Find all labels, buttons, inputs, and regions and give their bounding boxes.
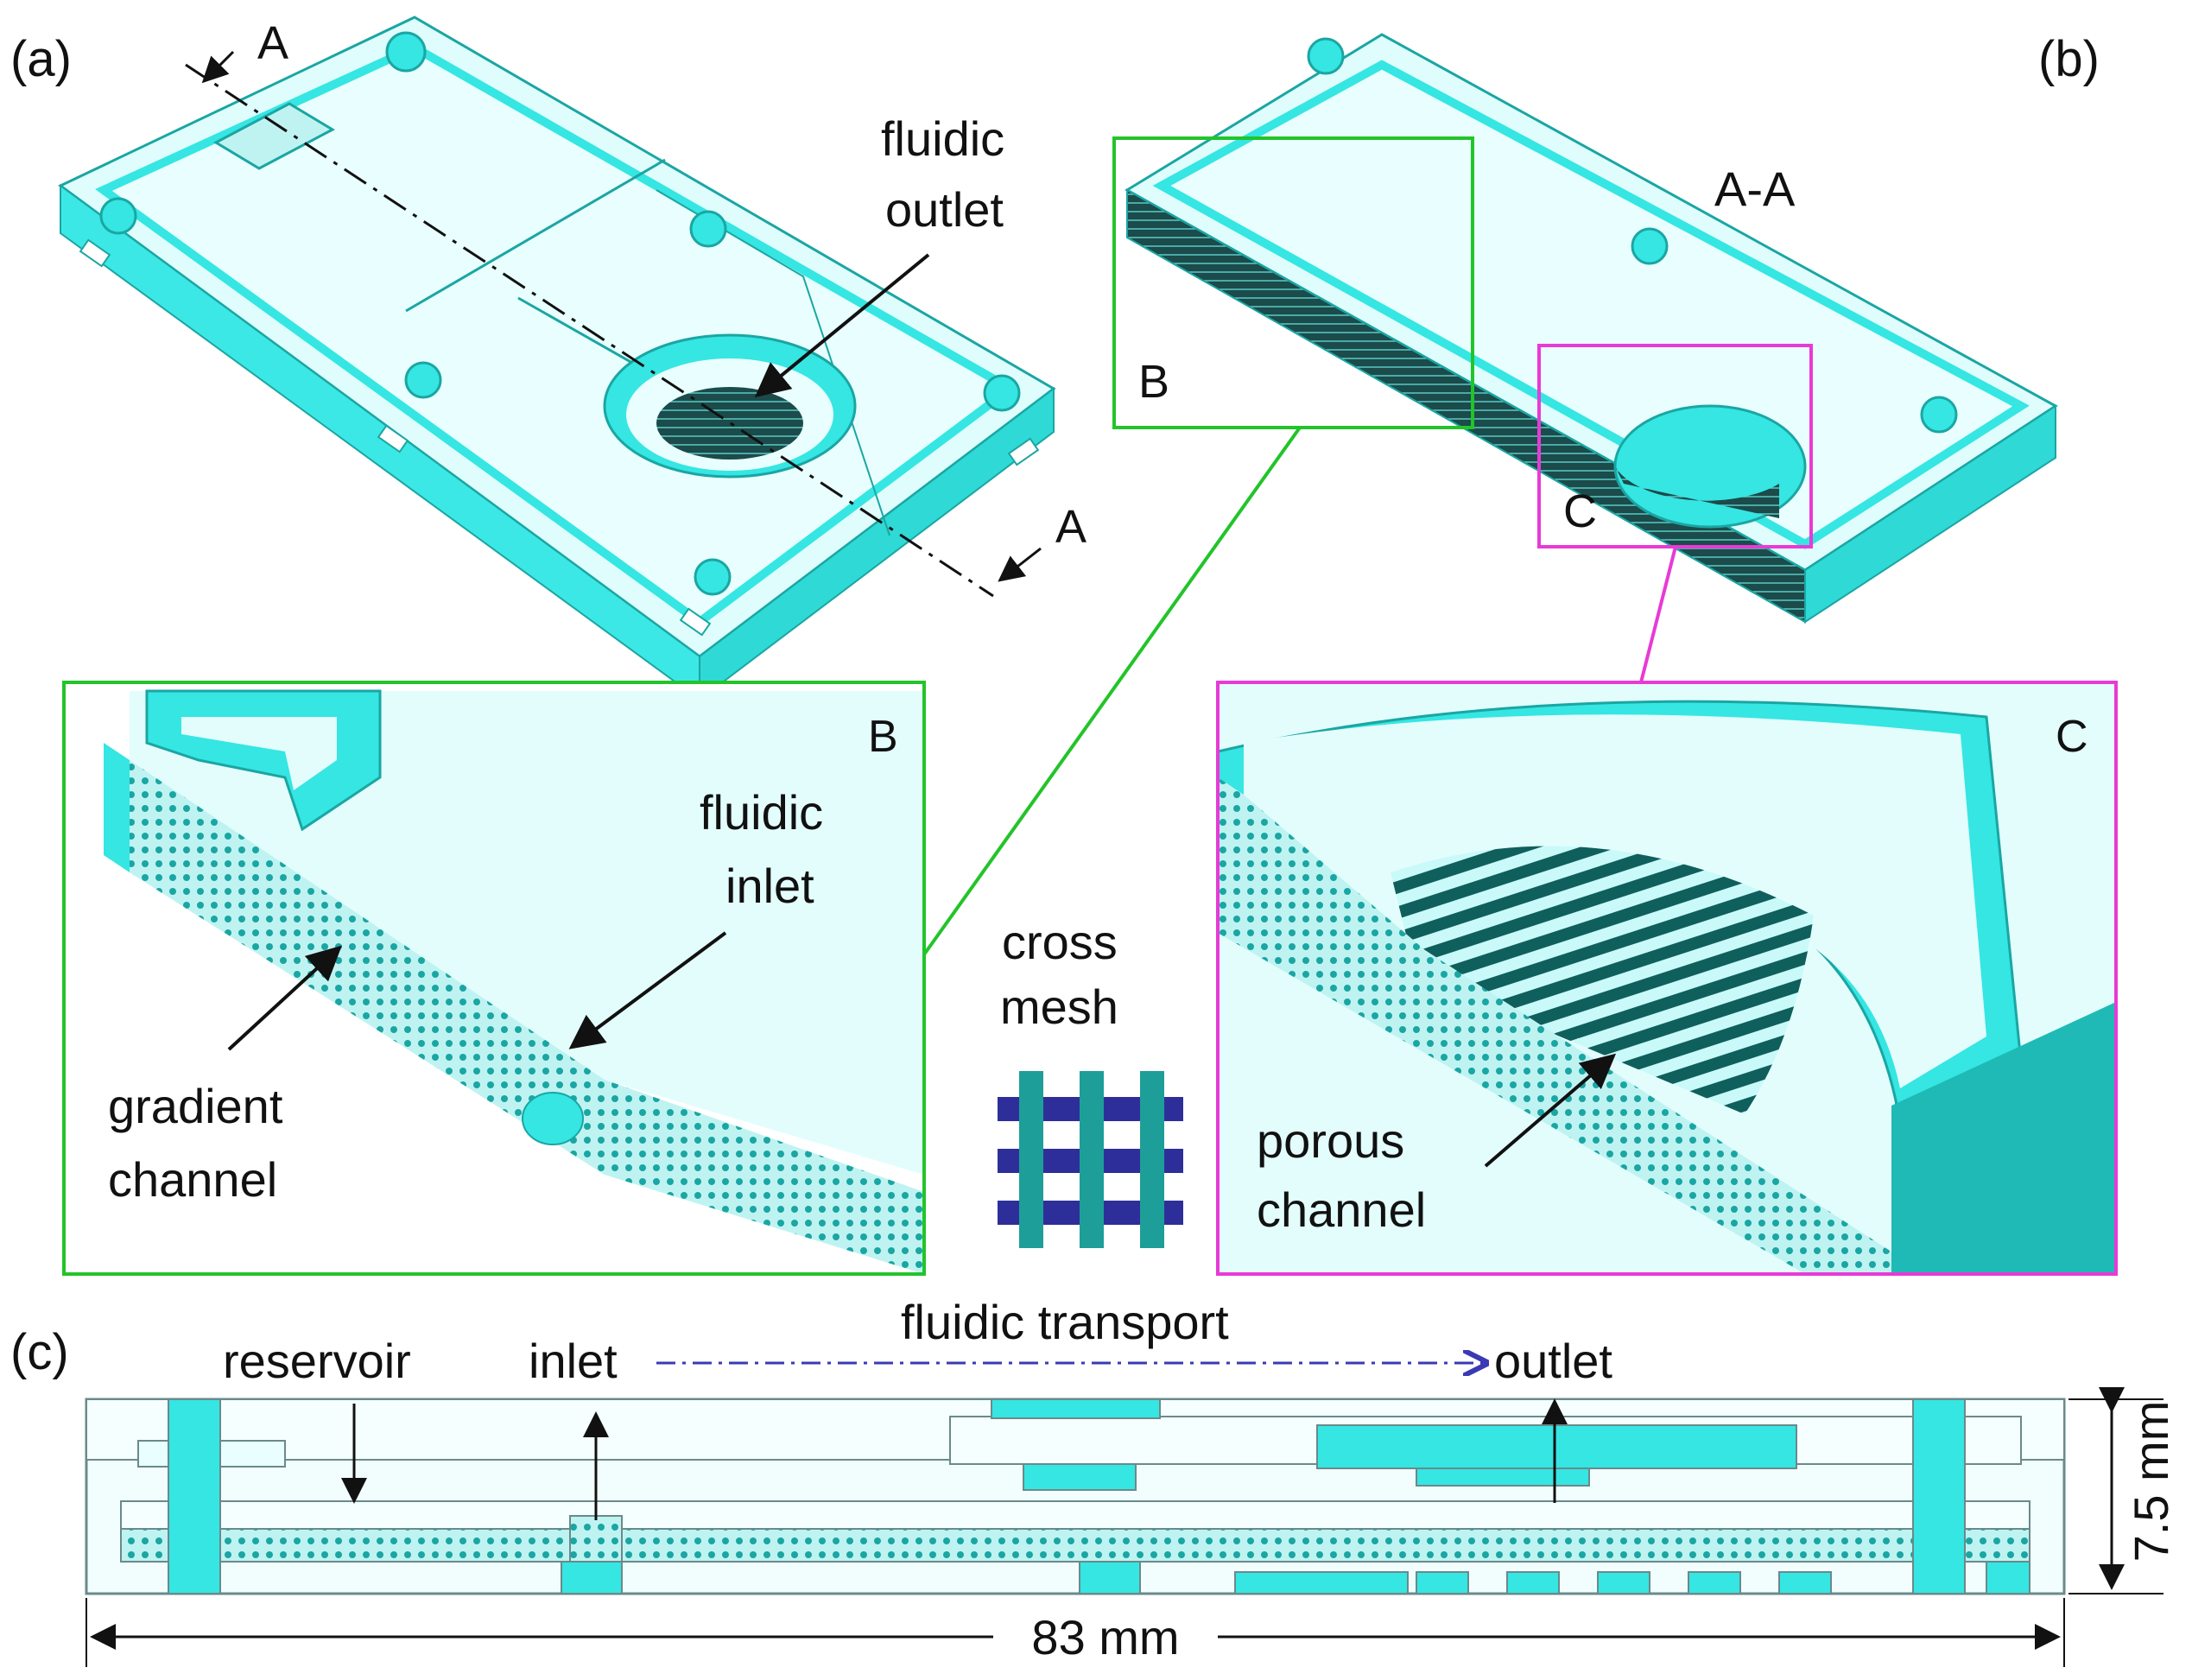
porous-label-line1: porous xyxy=(1257,1113,1404,1168)
side-view-parts xyxy=(86,1398,2065,1594)
section-label-bottom: A xyxy=(1055,501,1086,553)
section-line-a xyxy=(185,63,994,598)
section-holes xyxy=(1307,37,1958,434)
panel-b-label: (b) xyxy=(2038,31,2100,87)
section-label-top: A xyxy=(257,17,288,69)
panel-c: (c) fluidic transport reservoir inlet ou… xyxy=(10,1295,2178,1667)
gradient-label-line2: channel xyxy=(108,1152,277,1207)
detail-b-frame xyxy=(62,681,926,1276)
outlet-label-c: outlet xyxy=(1494,1334,1612,1388)
mounting-holes xyxy=(99,31,1021,596)
cross-mesh-icon xyxy=(998,1071,1183,1248)
detail-b-cut-face xyxy=(130,760,924,1274)
detail-c-floor xyxy=(1244,714,1986,1088)
connector-c xyxy=(1639,546,1677,683)
height-dim-label: 7.5 mm xyxy=(2124,1401,2178,1563)
porous-arrow xyxy=(1484,1053,1617,1168)
detail-b-wall xyxy=(104,743,130,872)
section-well-mesh xyxy=(1615,466,1779,518)
panel-a-label: (a) xyxy=(10,31,72,87)
side-slots xyxy=(79,238,1040,637)
detail-b: B fluidic inlet gradient channel xyxy=(62,681,926,1276)
cross-mesh-legend: cross mesh xyxy=(998,915,1183,1248)
porous-label-line2: channel xyxy=(1257,1182,1426,1237)
detail-c-well-mesh xyxy=(1391,846,1814,1114)
gradient-arrow xyxy=(227,945,342,1051)
partition-line xyxy=(405,158,666,313)
panel-a: (a) A A fluidic outlet xyxy=(10,16,1086,702)
outlet-label-line1: fluidic xyxy=(881,111,1004,166)
detail-c-right-wall xyxy=(1891,1002,2116,1274)
connector-b xyxy=(922,426,1302,956)
outlet-label-line2: outlet xyxy=(885,182,1004,237)
detail-c-label: C xyxy=(2056,712,2088,762)
outlet-mesh xyxy=(656,387,803,460)
detail-b-label: B xyxy=(868,712,898,762)
reservoir-label: reservoir xyxy=(223,1334,411,1388)
inlet-label-line2: inlet xyxy=(725,859,814,913)
transport-title: fluidic transport xyxy=(901,1295,1229,1349)
section-inner-floor xyxy=(1152,60,2030,549)
section-arrow-bottom xyxy=(998,547,1042,582)
legend-line1: cross xyxy=(1002,915,1118,969)
section-arrow-top xyxy=(201,50,235,84)
section-right-side xyxy=(1804,404,2056,624)
detail-c-frame xyxy=(1216,681,2118,1276)
box-b-label: B xyxy=(1138,356,1169,408)
detail-b-inlet-box-inner xyxy=(181,717,337,790)
inlet-label-c: inlet xyxy=(529,1334,618,1388)
box-c-label: C xyxy=(1563,485,1597,537)
length-dim-label: 83 mm xyxy=(1031,1610,1179,1664)
inlet-box xyxy=(212,102,336,170)
legend-line2: mesh xyxy=(1000,979,1118,1034)
detail-b-inlet-hole xyxy=(522,1092,584,1145)
detail-c: C porous channel xyxy=(1216,681,2118,1276)
zoom-box-b xyxy=(1112,136,1474,429)
panel-b: (b) A-A B C xyxy=(922,31,2100,956)
inlet-arrow xyxy=(568,931,727,1049)
panel-c-label: (c) xyxy=(10,1324,69,1380)
gradient-label-line1: gradient xyxy=(108,1079,283,1133)
section-title: A-A xyxy=(1714,162,1796,216)
inlet-label-line1: fluidic xyxy=(700,785,823,840)
outlet-callout-arrow xyxy=(754,253,930,398)
